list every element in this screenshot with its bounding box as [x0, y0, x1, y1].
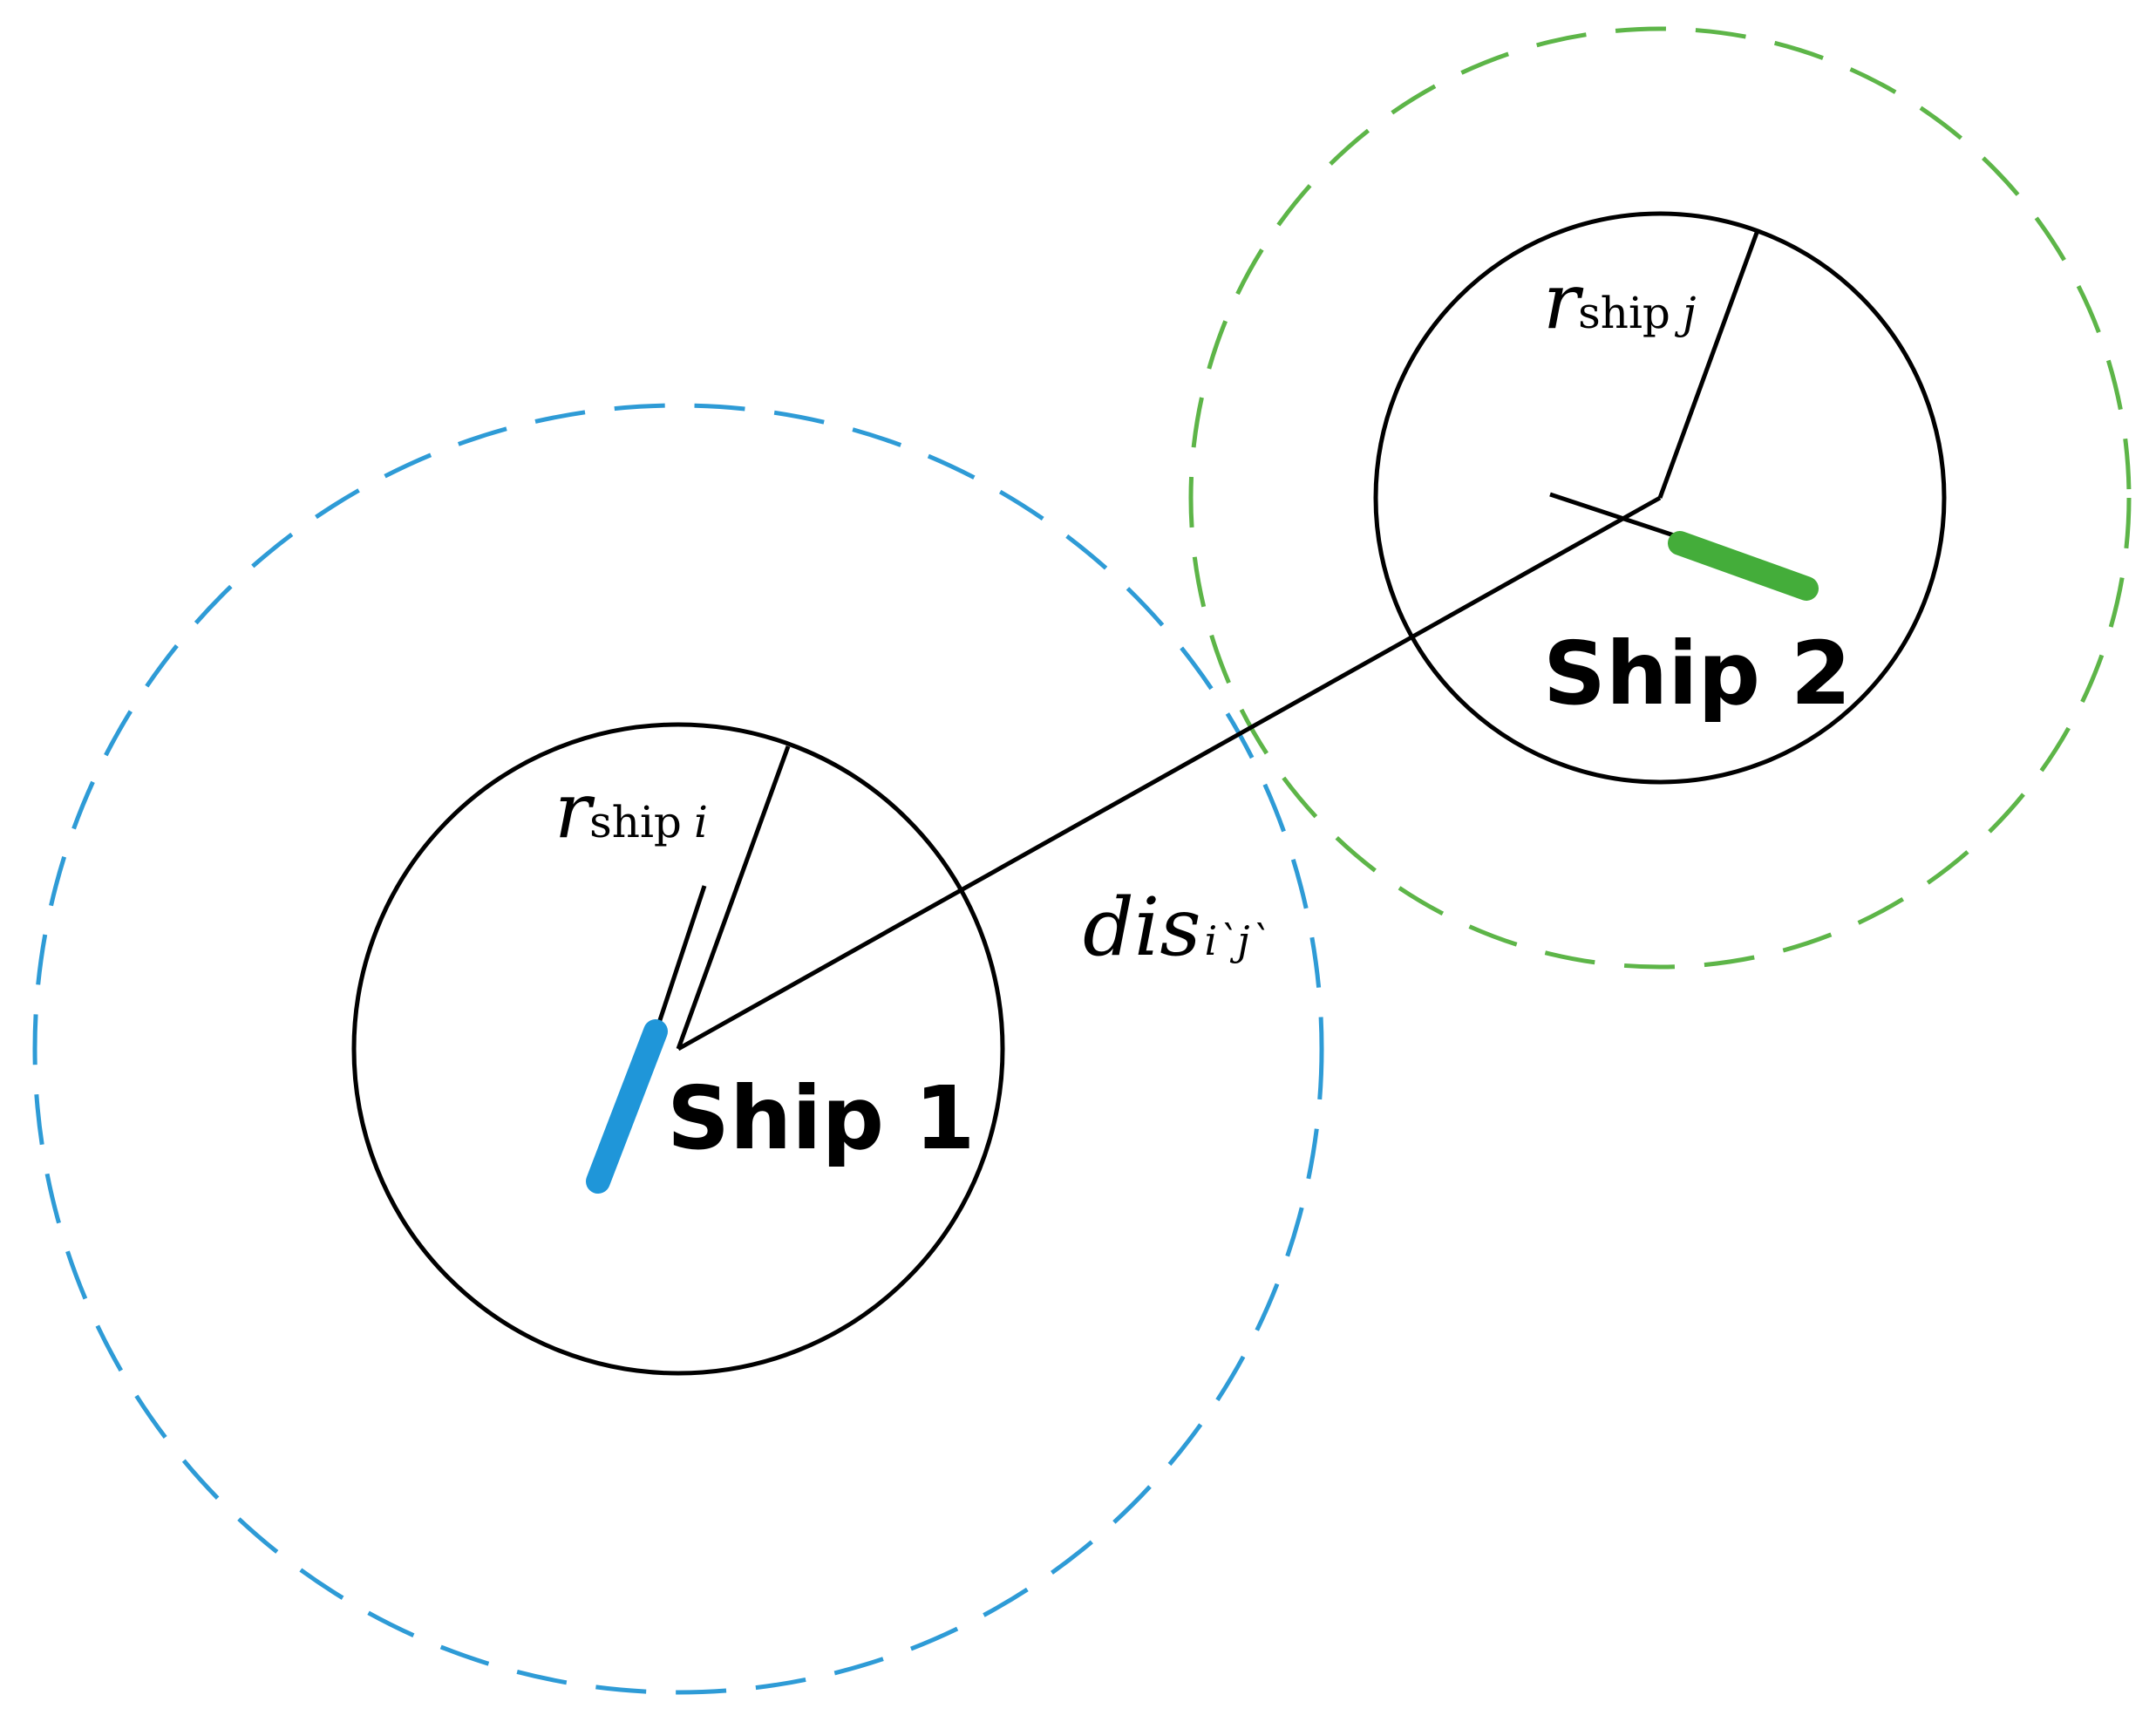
ship1-radius-line	[676, 745, 791, 1050]
ship1-safety-zone-circle	[32, 403, 1324, 1695]
ship2-domain-circle	[1373, 211, 1947, 785]
ship1-body-marker	[586, 1019, 668, 1194]
ship2-heading-line	[1549, 492, 1688, 542]
ship2-label: Ship 2	[1543, 623, 1851, 725]
ship1-radius-label: r ship i	[554, 766, 708, 855]
ship1-heading-line	[653, 885, 707, 1034]
ship1-domain-circle	[351, 722, 1005, 1376]
distance-line	[677, 495, 1662, 1052]
ship2-radius-label: r ship j	[1543, 256, 1696, 346]
ship2-safety-zone-circle	[1188, 26, 2132, 970]
ship1-label: Ship 1	[667, 1067, 975, 1169]
ship2-radius-line	[1657, 232, 1759, 499]
ship2-body-marker	[1668, 531, 1819, 601]
distance-label: dis i`j`	[1083, 881, 1270, 974]
